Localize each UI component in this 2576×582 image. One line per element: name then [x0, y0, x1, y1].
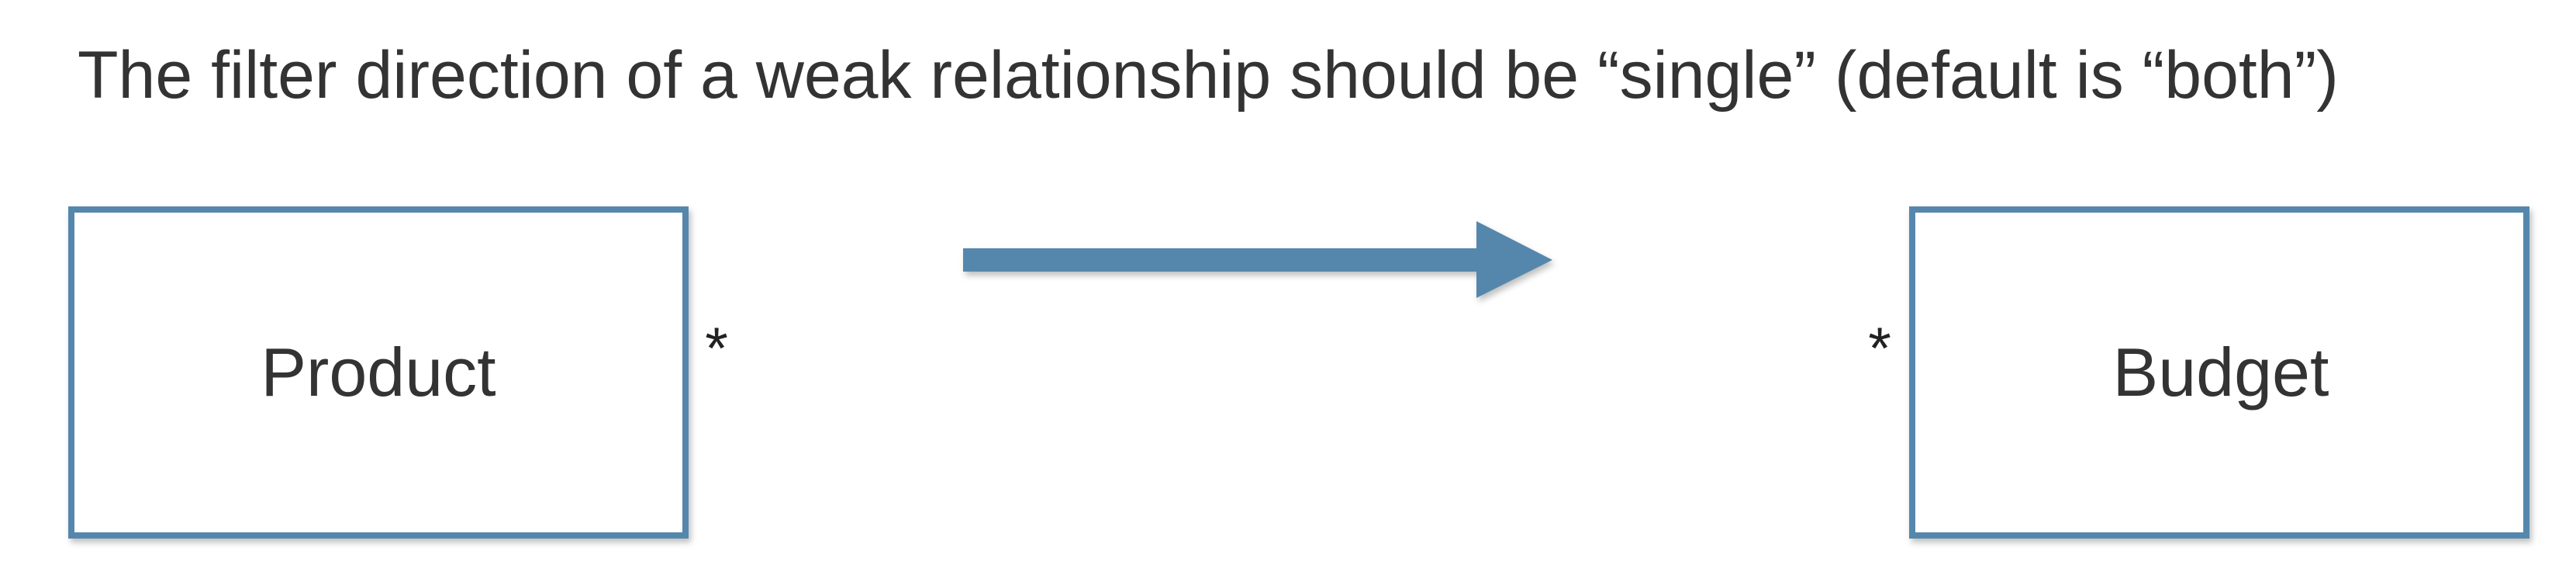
entity-product[interactable]: Product	[68, 206, 689, 539]
entity-product-box	[68, 206, 689, 539]
diagram-title: The filter direction of a weak relations…	[78, 38, 2339, 113]
arrow-right-icon	[963, 221, 1552, 298]
entity-budget[interactable]: Budget	[1909, 206, 2529, 539]
entity-product-label: Product	[261, 334, 496, 411]
entity-budget-box	[1909, 206, 2529, 539]
left-cardinality: *	[705, 316, 728, 382]
right-cardinality: *	[1868, 316, 1891, 382]
entity-budget-label: Budget	[2113, 334, 2329, 411]
